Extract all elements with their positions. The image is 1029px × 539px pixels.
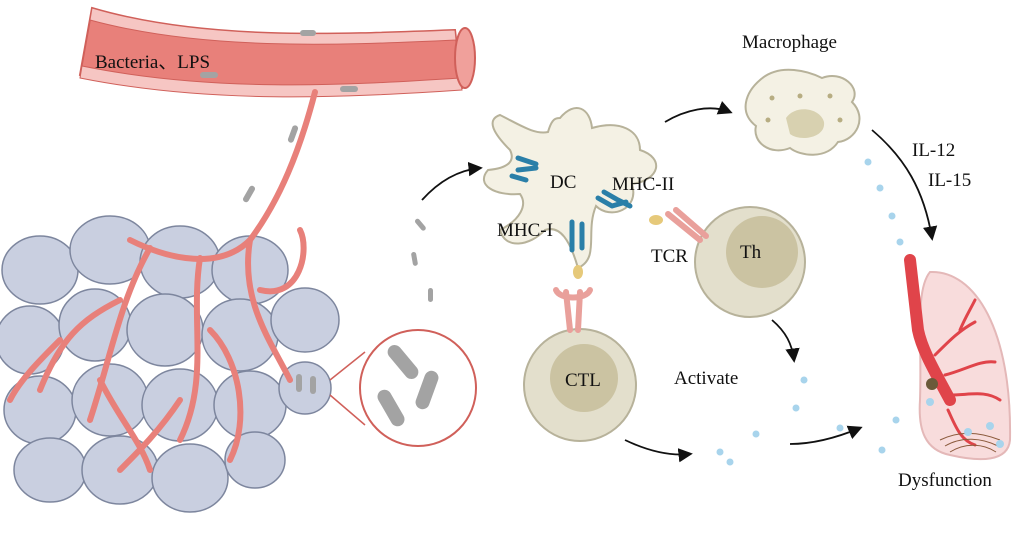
label-dysfunction: Dysfunction xyxy=(898,470,992,491)
label-mhc-ii: MHC-II xyxy=(612,174,674,195)
arrow-to-dc xyxy=(421,161,483,201)
label-bacteria-lps: Bacteria、LPS xyxy=(95,52,210,73)
flow-arrows xyxy=(421,101,938,463)
capillaries xyxy=(7,89,318,473)
arrow-macrophage-to-lung xyxy=(871,129,938,241)
arrow-dc-to-macrophage xyxy=(664,101,733,123)
cytokine-dots xyxy=(716,158,904,466)
label-activate: Activate xyxy=(674,368,738,389)
arrow-th-to-activate xyxy=(771,319,800,363)
zoom-bubble xyxy=(329,329,477,447)
lung xyxy=(904,254,1012,461)
label-macrophage: Macrophage xyxy=(742,32,837,53)
label-ctl: CTL xyxy=(565,370,601,391)
label-dc: DC xyxy=(550,172,576,193)
vessel-bacteria xyxy=(243,125,299,203)
ctl-cell xyxy=(523,328,637,442)
label-il-12: IL-12 xyxy=(912,140,955,161)
dendritic-cell xyxy=(482,106,663,279)
tcr-receptor xyxy=(665,207,709,243)
label-il-15: IL-15 xyxy=(928,170,971,191)
ctl-tcr-receptor xyxy=(553,287,593,333)
macrophage xyxy=(744,68,861,156)
label-th: Th xyxy=(740,242,762,263)
arrow-activate-to-lung xyxy=(789,425,863,445)
blood-vessel xyxy=(78,6,476,98)
label-mhc-i: MHC-I xyxy=(497,220,553,241)
tissue-bacteria xyxy=(296,374,316,394)
arrow-ctl-to-lung xyxy=(624,439,693,463)
th-cell xyxy=(694,206,806,318)
bacteria-trail xyxy=(411,218,433,302)
label-tcr: TCR xyxy=(651,246,688,267)
